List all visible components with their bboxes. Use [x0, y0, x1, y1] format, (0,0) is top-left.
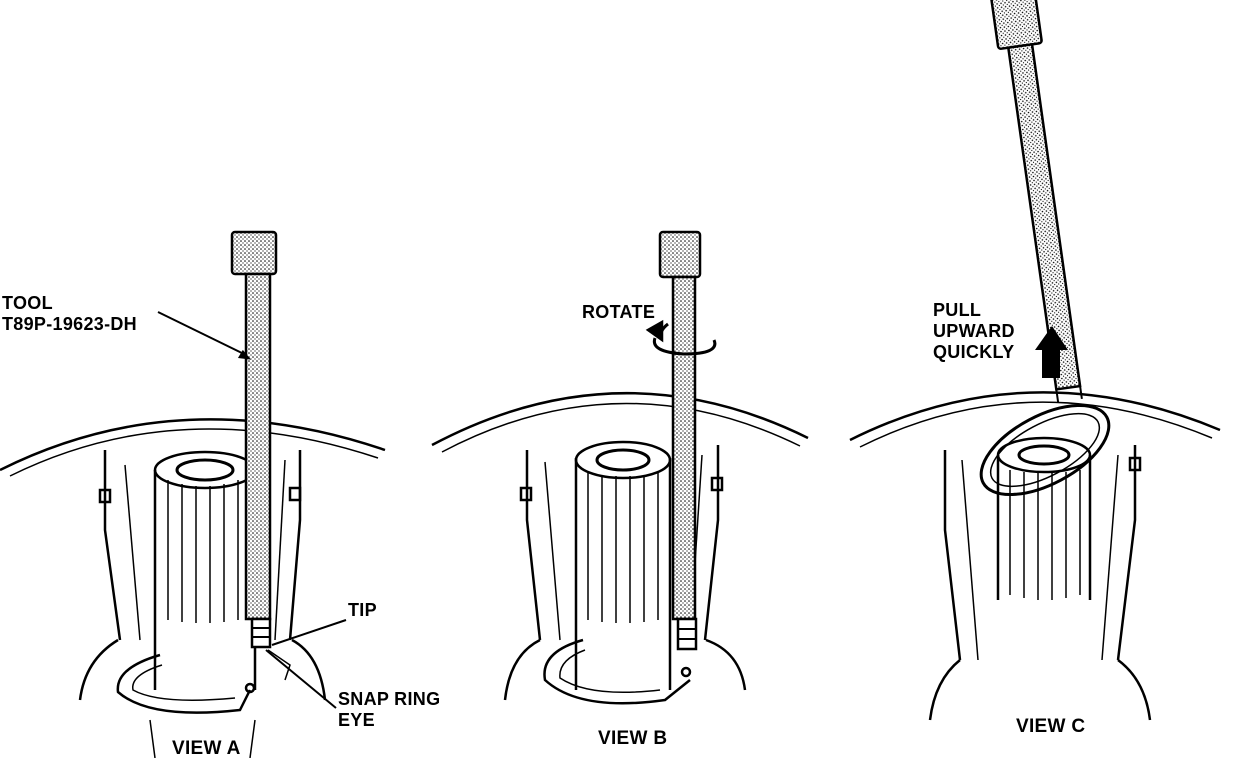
view-c-illustration: [849, 0, 1221, 721]
snap-ring-eye-label: SNAP RING EYE: [338, 689, 440, 731]
tip-label: TIP: [348, 600, 377, 620]
view-a-illustration: [0, 230, 386, 758]
rotate-label: ROTATE: [582, 302, 656, 322]
pull-upward-label: PULL UPWARD QUICKLY: [933, 300, 1015, 363]
snap-ring-eye-line-2: EYE: [338, 710, 375, 730]
tool-label: TOOL T89P-19623-DH: [2, 293, 137, 335]
pull-label-line-3: QUICKLY: [933, 342, 1015, 362]
snap-ring-eye-line-1: SNAP RING: [338, 689, 441, 709]
tool-label-line-2: T89P-19623-DH: [2, 314, 137, 334]
pull-label-line-1: PULL: [933, 300, 982, 320]
tool-label-line-1: TOOL: [2, 293, 53, 313]
view-b-illustration: [431, 230, 809, 705]
pull-label-line-2: UPWARD: [933, 321, 1015, 341]
view-a-title: VIEW A: [172, 738, 241, 759]
view-c-title: VIEW C: [1016, 716, 1086, 737]
view-b-title: VIEW B: [598, 728, 668, 749]
